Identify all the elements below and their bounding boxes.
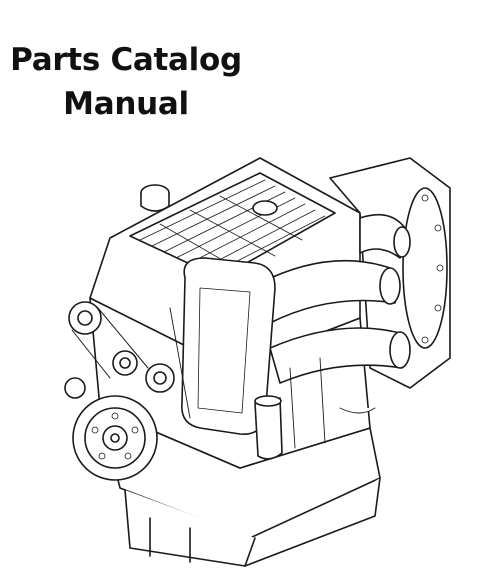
engine-illustration-icon: [64, 157, 451, 567]
page-title: Parts Catalog Manual: [0, 38, 252, 126]
engine-illustration: [30, 118, 480, 568]
title-line-2: Manual: [63, 86, 189, 122]
title-line-1: Parts Catalog: [10, 42, 242, 78]
